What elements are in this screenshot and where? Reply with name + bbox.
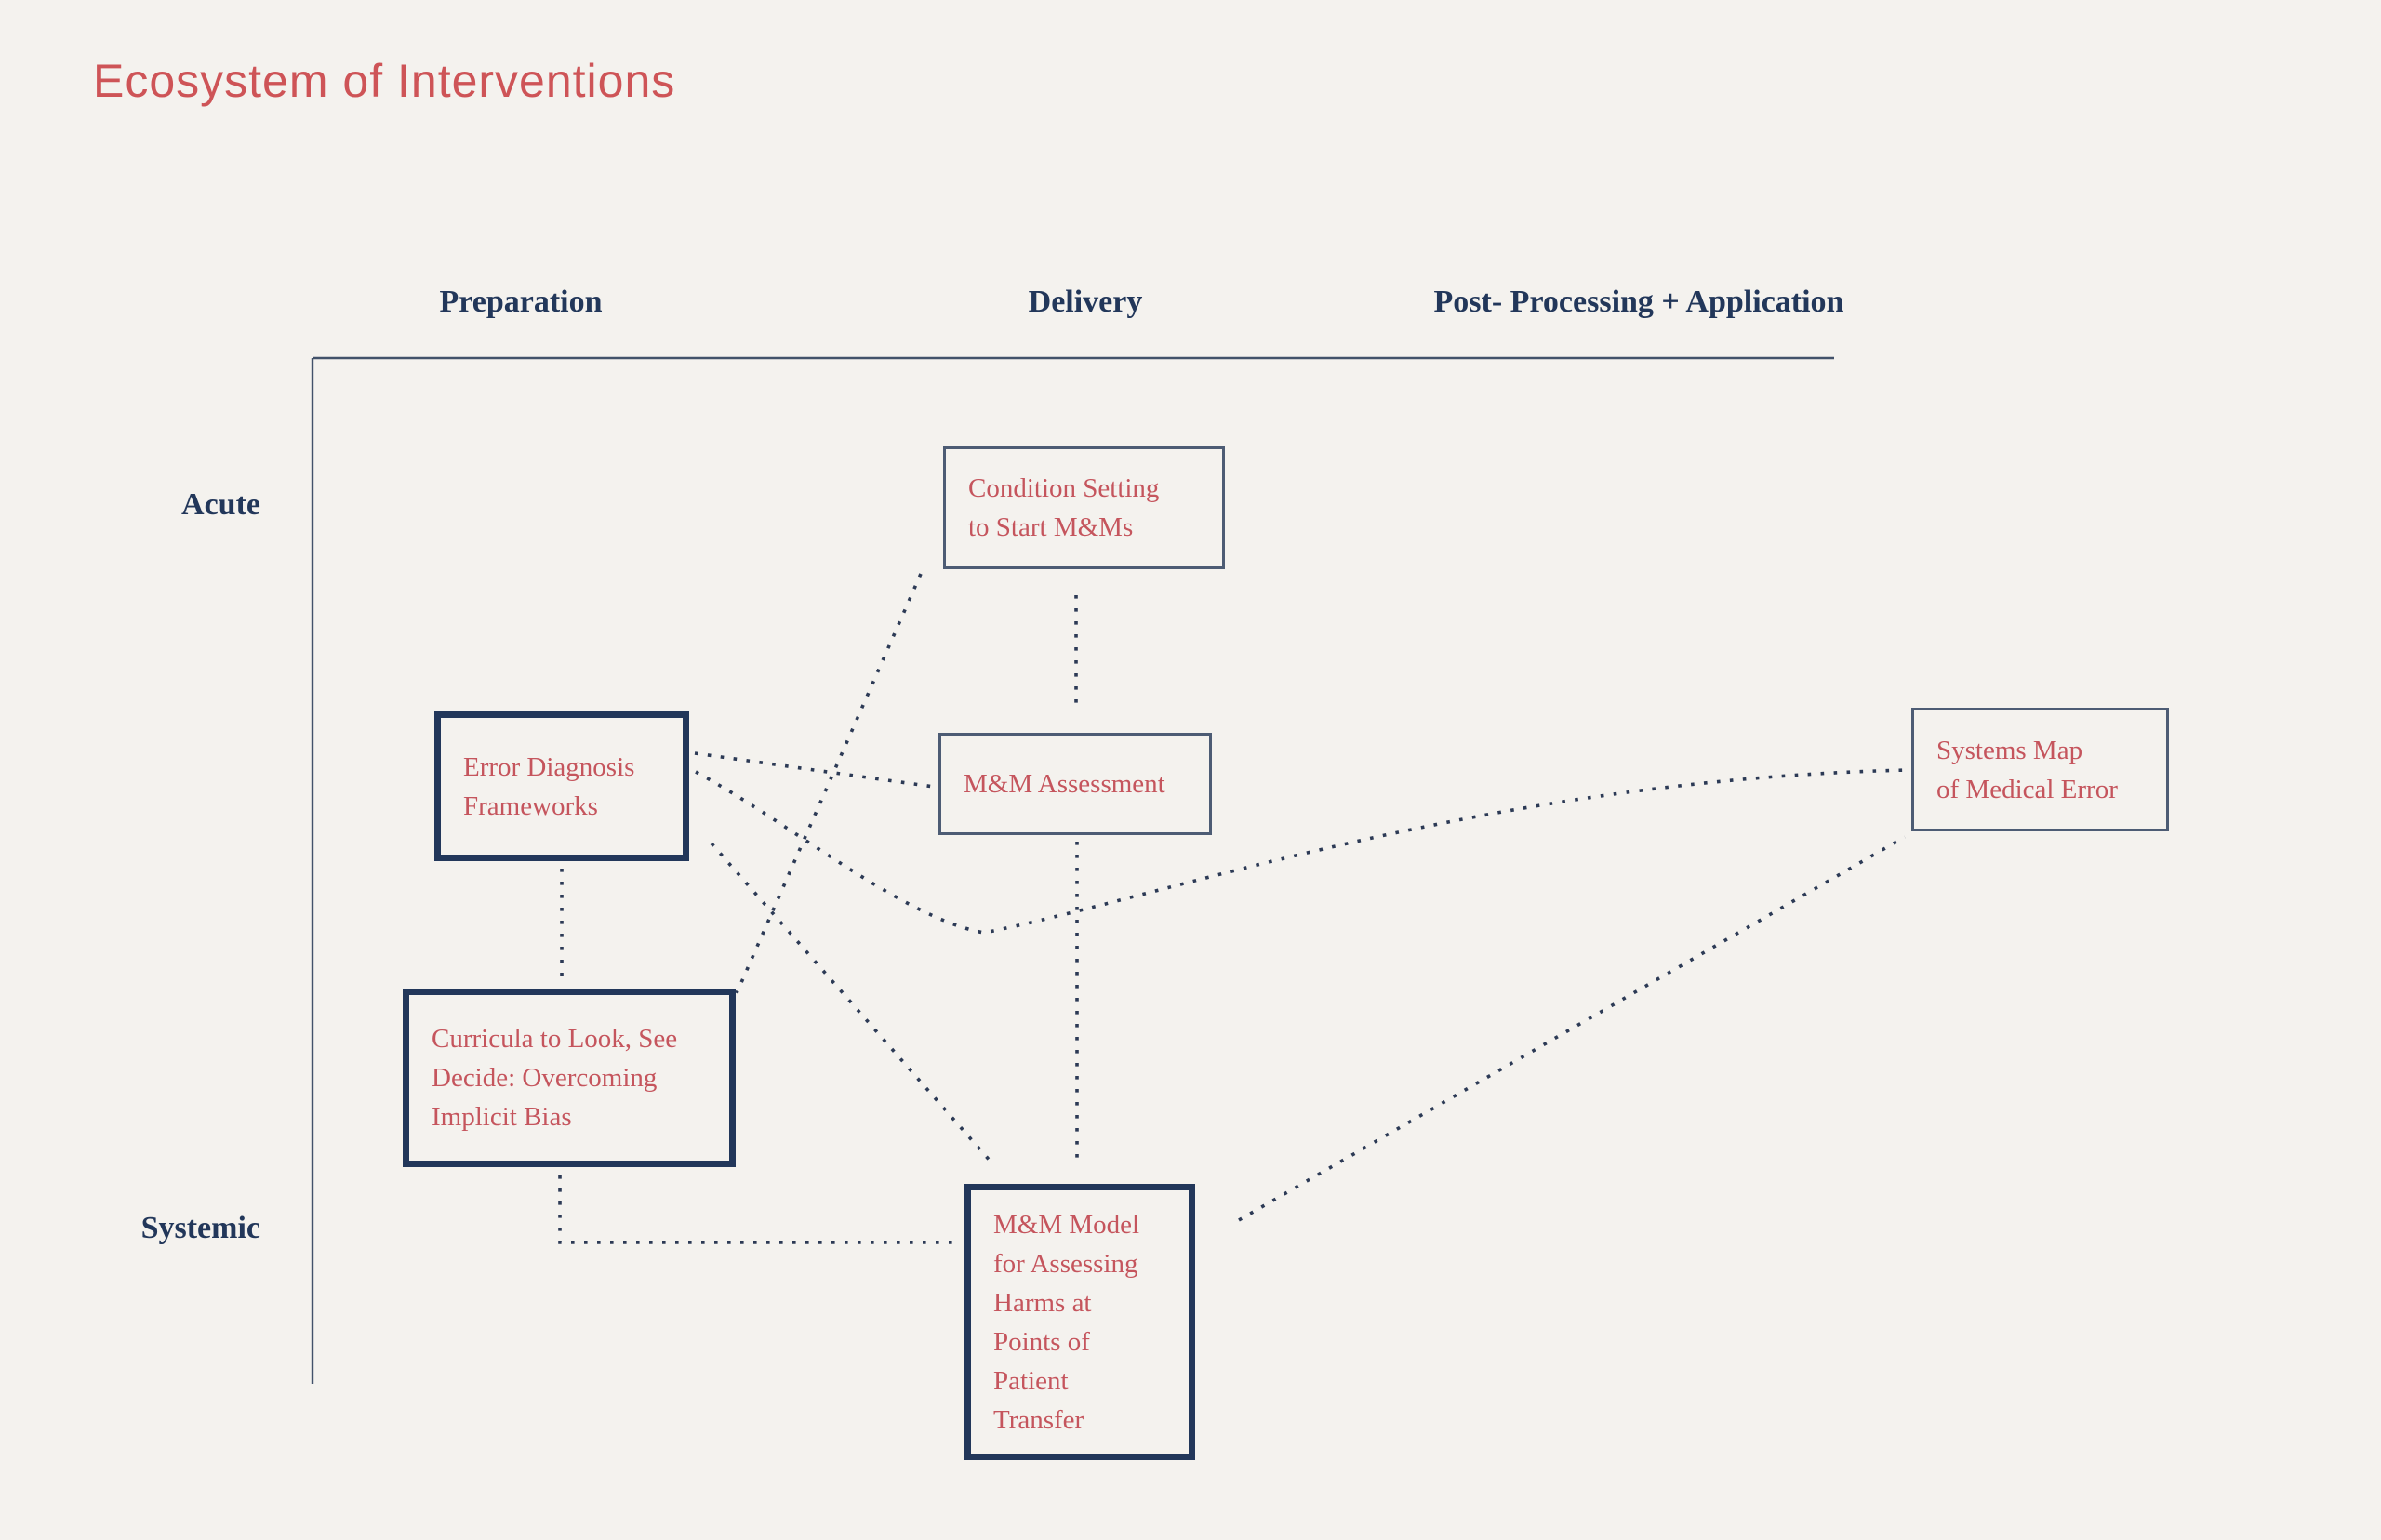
error-diagnosis-to-mm-assessment-dotted-line — [694, 751, 935, 789]
node-label-line: Systems Map — [1936, 735, 2083, 765]
node-label-line: Implicit Bias — [432, 1102, 572, 1132]
row-label-acute: Acute — [181, 487, 260, 522]
row-label-systemic: Systemic — [140, 1211, 260, 1245]
column-header-delivery: Delivery — [1028, 285, 1143, 319]
error-diagnosis-to-systems-map-dotted-line — [695, 768, 1909, 935]
column-header-post-processing: Post- Processing + Application — [1433, 285, 1844, 319]
error-diagnosis-to-mm-model-dotted-line — [710, 842, 993, 1164]
condition-setting-to-curricula-dotted-line — [735, 573, 923, 994]
node-label-line: Condition Setting — [968, 473, 1160, 503]
node-label-line: Transfer — [993, 1404, 1084, 1435]
node-label-line: M&M Assessment — [964, 769, 1165, 799]
node-label-line: for Assessing — [993, 1248, 1138, 1279]
node-label-line: Harms at — [993, 1287, 1092, 1318]
node-label-line: M&M Model — [993, 1209, 1140, 1240]
column-header-preparation: Preparation — [439, 285, 603, 319]
node-label-line: Frameworks — [463, 790, 598, 821]
page-title: Ecosystem of Interventions — [93, 55, 676, 107]
node-label-line: of Medical Error — [1936, 774, 2118, 804]
node-label-line: Patient — [993, 1365, 1069, 1396]
node-label-line: Curricula to Look, See — [432, 1024, 678, 1054]
node-condition-setting: Condition Setting to Start M&Ms — [943, 446, 1225, 569]
node-label-line: to Start M&Ms — [968, 512, 1134, 542]
mm-model-to-systems-map-dotted-line — [1238, 835, 1906, 1222]
node-label-line: Decide: Overcoming — [432, 1063, 658, 1093]
node-error-diagnosis: Error Diagnosis Frameworks — [434, 711, 689, 861]
node-systems-map: Systems Map of Medical Error — [1911, 708, 2169, 831]
node-label-line: Error Diagnosis — [463, 751, 635, 782]
node-curricula: Curricula to Look, See Decide: Overcomin… — [403, 989, 736, 1167]
node-label-line: Points of — [993, 1326, 1090, 1357]
curricula-to-mm-model-elbow-dotted-line — [558, 1175, 958, 1244]
node-mm-assessment: M&M Assessment — [938, 733, 1212, 835]
node-mm-model: M&M Model for Assessing Harms at Points … — [964, 1184, 1195, 1460]
